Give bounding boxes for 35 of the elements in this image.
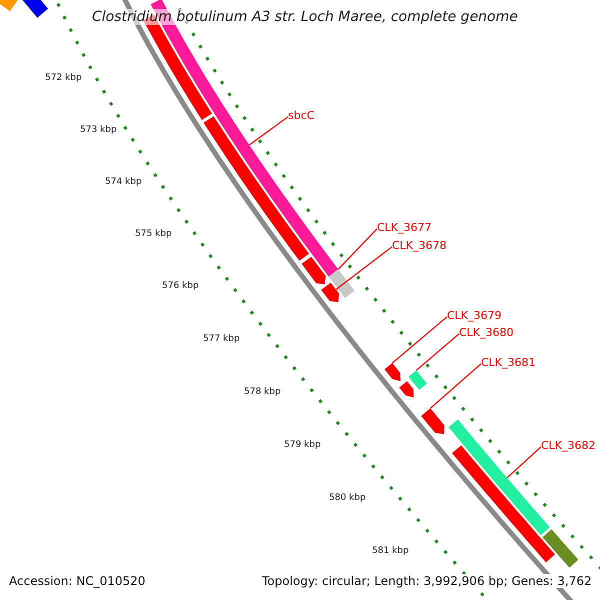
scale-label: 572 kbp — [45, 73, 82, 83]
scale-label: 578 kbp — [244, 387, 281, 397]
scale-label: 580 kbp — [329, 493, 366, 503]
gene-block — [302, 256, 326, 284]
leader-line — [392, 316, 448, 364]
scale-label: 577 kbp — [203, 334, 240, 344]
gene-block — [421, 408, 444, 434]
gene-block — [384, 363, 400, 382]
gene-block — [321, 282, 340, 302]
scale-label: 581 kbp — [372, 546, 409, 556]
leader-line — [248, 116, 288, 146]
footer-text: Topology: circular; Length: 3,992,906 bp; Genes: 3,762 — [262, 574, 592, 588]
gene-bar — [542, 529, 578, 568]
footer-text: Accession: NC_010520 — [9, 574, 146, 588]
scale-label: 575 kbp — [135, 229, 172, 239]
gene-label: CLK_3680 — [459, 326, 514, 339]
scale-label: 579 kbp — [284, 440, 321, 450]
leader-line — [338, 228, 378, 270]
gene-label: CLK_3678 — [392, 239, 447, 252]
scale-label: 574 kbp — [105, 177, 142, 187]
leader-line — [430, 363, 482, 409]
leader-line — [506, 446, 542, 478]
gene-bar — [328, 269, 354, 298]
leader-line — [416, 333, 460, 371]
gene-label: CLK_3682 — [541, 439, 596, 452]
gene-bar — [408, 370, 427, 390]
gene-label: sbcC — [288, 109, 314, 122]
leader-line — [336, 246, 392, 290]
gene-label: CLK_3679 — [447, 309, 502, 322]
gene-block — [399, 381, 414, 398]
title: Clostridium botulinum A3 str. Loch Maree, complete genome — [92, 9, 518, 25]
gene-label: CLK_3677 — [377, 221, 432, 234]
scale-label: 576 kbp — [162, 281, 199, 291]
gene-label: CLK_3681 — [481, 356, 536, 369]
scale-label: 573 kbp — [80, 125, 117, 135]
